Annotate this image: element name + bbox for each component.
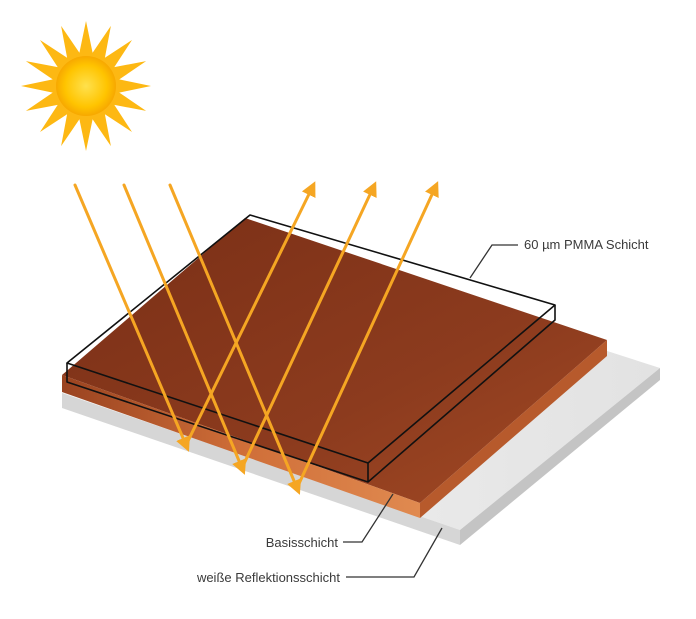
label-reflection-layer: weiße Reflektionsschicht (196, 570, 340, 585)
leader-line-pmma (469, 244, 518, 279)
label-pmma-layer: 60 µm PMMA Schicht (524, 237, 649, 252)
light-rays (73, 181, 439, 495)
reflected-ray-1 (184, 181, 316, 447)
label-base-layer: Basisschicht (266, 535, 339, 550)
reflected-ray-3 (295, 181, 439, 490)
incoming-ray-3 (168, 183, 302, 495)
leader-line-reflection (346, 527, 443, 578)
leader-line-base (343, 493, 394, 543)
incoming-ray-2 (122, 183, 247, 475)
sun-icon (21, 21, 151, 151)
incoming-ray-1 (73, 183, 190, 452)
pmma-layer-outline (66, 214, 556, 483)
leader-lines (343, 244, 518, 578)
reflected-ray-2 (240, 181, 377, 470)
